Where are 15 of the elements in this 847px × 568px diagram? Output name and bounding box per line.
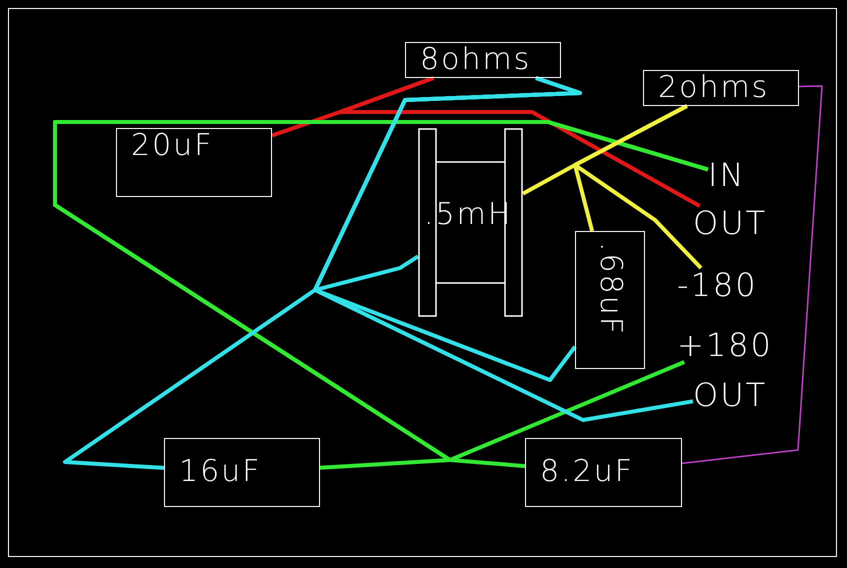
terminal-label: +180 — [677, 328, 773, 362]
component-box: 8.2uF — [525, 438, 682, 507]
component-box: 8ohms — [405, 42, 561, 78]
component-box: 20uF — [116, 128, 272, 197]
wire — [682, 85, 823, 464]
wire — [338, 76, 701, 208]
wire — [573, 104, 702, 270]
wire — [313, 76, 694, 422]
component-box: .68uF — [575, 231, 645, 369]
terminal-label: OUT — [693, 378, 768, 412]
component-box: 16uF — [164, 438, 320, 507]
component-box: 2ohms — [643, 70, 799, 106]
terminal-label: IN — [708, 158, 746, 192]
terminal-label: OUT — [693, 206, 768, 240]
terminal-label: -180 — [677, 268, 758, 302]
